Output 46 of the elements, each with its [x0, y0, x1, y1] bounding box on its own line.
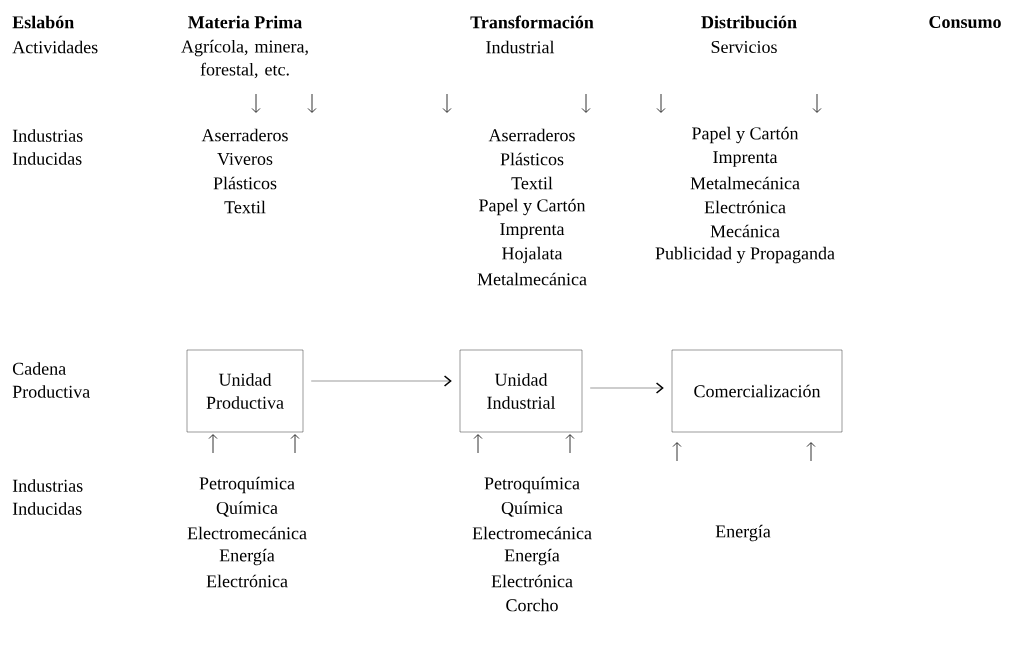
list-text: Electromecánica — [187, 526, 307, 540]
list-text: Electrónica — [491, 574, 573, 588]
list-text: Energía — [219, 548, 275, 566]
list-text: Textil — [511, 176, 553, 190]
column-heading: Eslabón — [12, 15, 74, 29]
list-text: Plásticos — [213, 176, 277, 190]
arrow — [311, 375, 452, 387]
list-text: Imprenta — [500, 223, 565, 239]
list-text: Química — [501, 501, 563, 517]
list-text: Corcho — [506, 598, 558, 612]
list-text: Petroquímica — [484, 476, 580, 494]
list-text: Aserraderos — [201, 128, 288, 142]
list-text: Papel y Cartón — [692, 126, 799, 144]
list-text: Petroquímica — [199, 476, 295, 494]
list-text: Industrial — [486, 40, 555, 54]
process-box: Unidad Productiva — [186, 349, 304, 433]
list-text: Metalmecánica — [477, 272, 587, 286]
list-text: Química — [216, 501, 278, 517]
list-text: Mecánica — [710, 224, 780, 238]
list-text: Electrónica — [206, 574, 288, 588]
list-text: Industrias Inducidas — [12, 129, 83, 165]
list-text: Industrias Inducidas — [12, 479, 83, 515]
column-heading: Transformación — [470, 15, 594, 29]
list-text: Plásticos — [500, 152, 564, 166]
list-text: Hojalata — [502, 246, 563, 264]
list-text: Metalmecánica — [690, 176, 800, 190]
column-heading: Distribución — [701, 15, 797, 29]
process-box: Unidad Industrial — [459, 349, 583, 433]
list-text: Agrícola, minera, forestal, etc. — [181, 39, 308, 79]
list-text: Cadena Productiva — [12, 362, 90, 398]
column-heading: Consumo — [929, 15, 1001, 29]
list-text: Aserraderos — [488, 128, 575, 142]
process-box: Comercialización — [671, 349, 843, 433]
list-text: Energía — [715, 524, 771, 542]
list-text: Textil — [224, 200, 266, 214]
list-text: Imprenta — [713, 151, 778, 167]
list-text: Energía — [504, 548, 560, 566]
list-text: Electromecánica — [472, 526, 592, 540]
column-heading: Materia Prima — [188, 15, 302, 29]
arrow — [590, 382, 664, 394]
list-text: Electrónica — [704, 200, 786, 214]
list-text: Viveros — [217, 152, 273, 166]
list-text: Papel y Cartón — [479, 198, 586, 216]
list-text: Actividades — [12, 40, 98, 54]
list-text: Publicidad y Propaganda — [655, 246, 835, 264]
list-text: Servicios — [711, 40, 777, 54]
